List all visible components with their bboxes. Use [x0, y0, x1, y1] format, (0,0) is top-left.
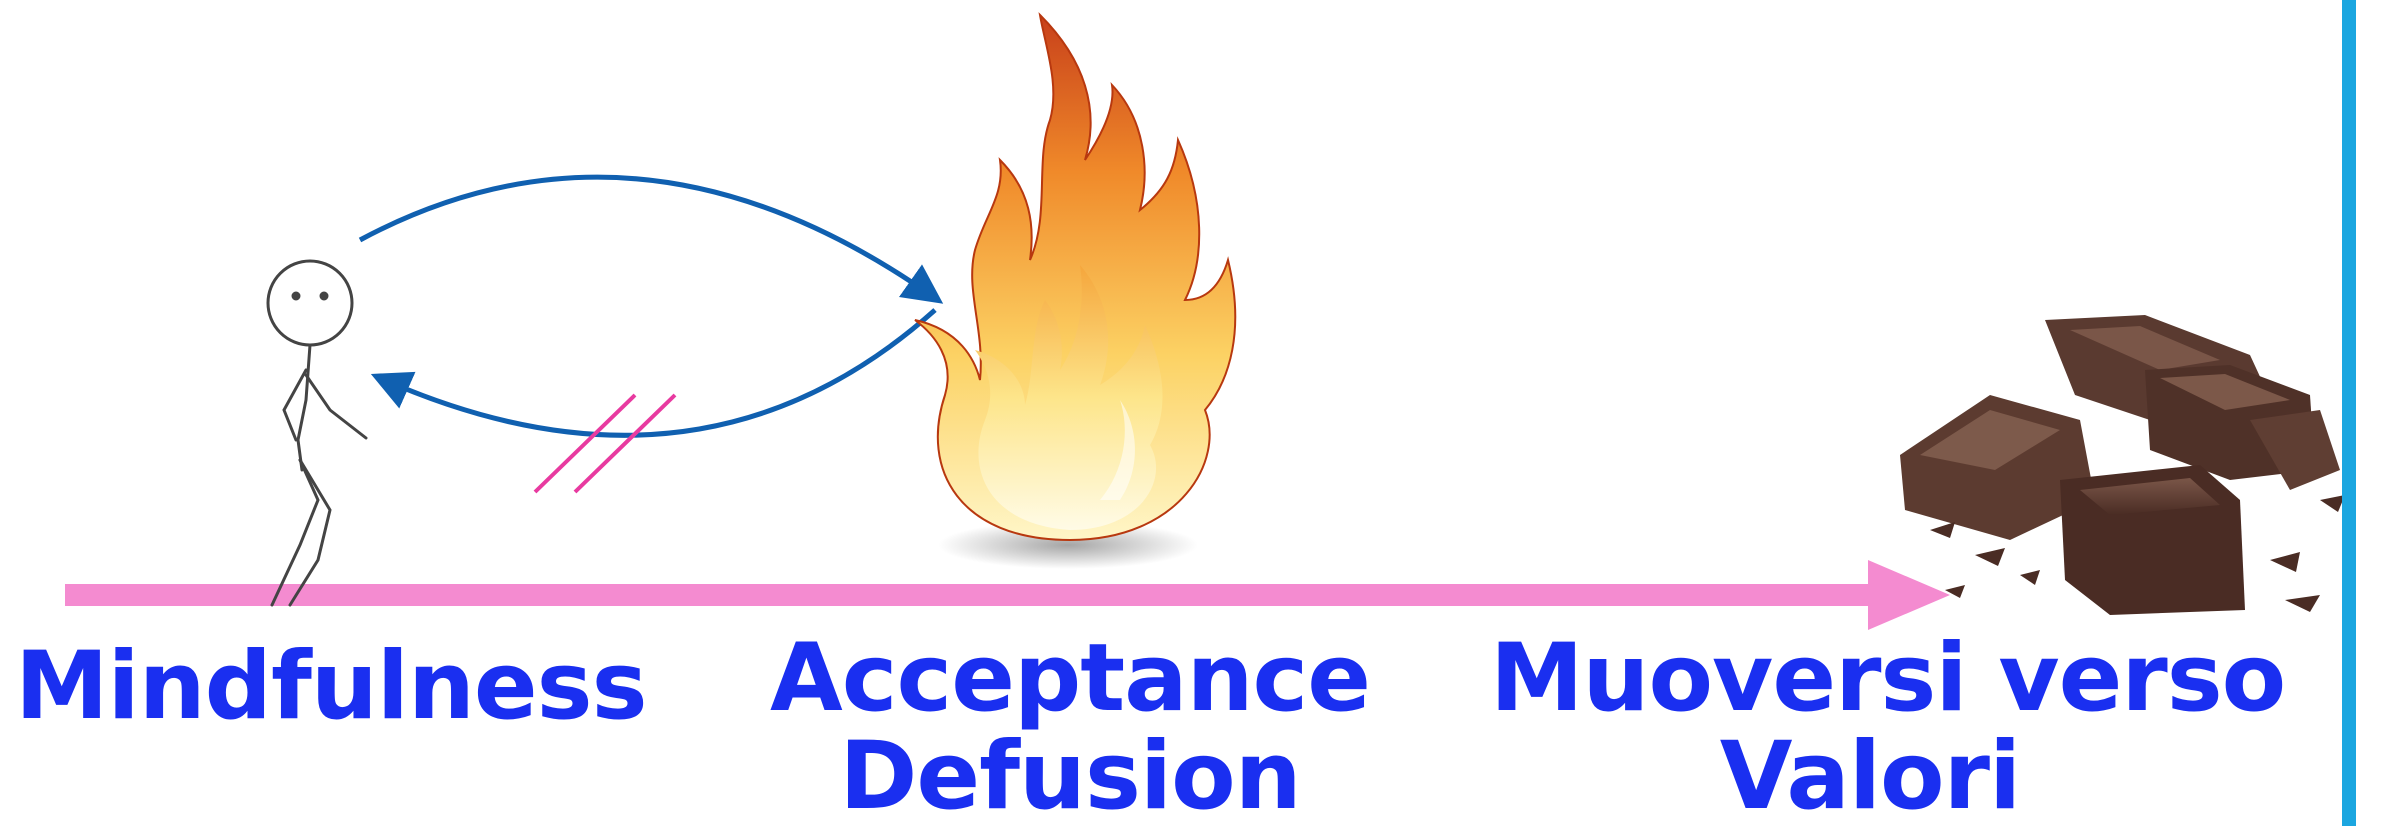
right-edge-bar — [2342, 0, 2356, 826]
label-muoversi-valori: Muoversi verso Valori — [1490, 630, 2250, 826]
label-muoversi: Muoversi verso — [1490, 630, 2250, 728]
timeline-arrowhead-icon — [1868, 560, 1950, 630]
avoidance-arc — [380, 310, 935, 435]
label-acceptance-defusion: Acceptance Defusion — [760, 630, 1380, 826]
chocolate-pieces-icon — [1900, 315, 2345, 615]
label-acceptance: Acceptance — [760, 630, 1380, 728]
feedback-arcs — [360, 177, 935, 435]
stick-figure-icon — [268, 261, 366, 605]
approach-arc — [360, 177, 935, 298]
timeline-arrow — [65, 560, 1950, 630]
flame-icon — [915, 15, 1235, 569]
label-valori: Valori — [1490, 728, 2250, 826]
blocked-strike-icon — [535, 395, 675, 492]
label-defusion: Defusion — [760, 728, 1380, 826]
label-mindfulness: Mindfulness — [15, 640, 647, 734]
